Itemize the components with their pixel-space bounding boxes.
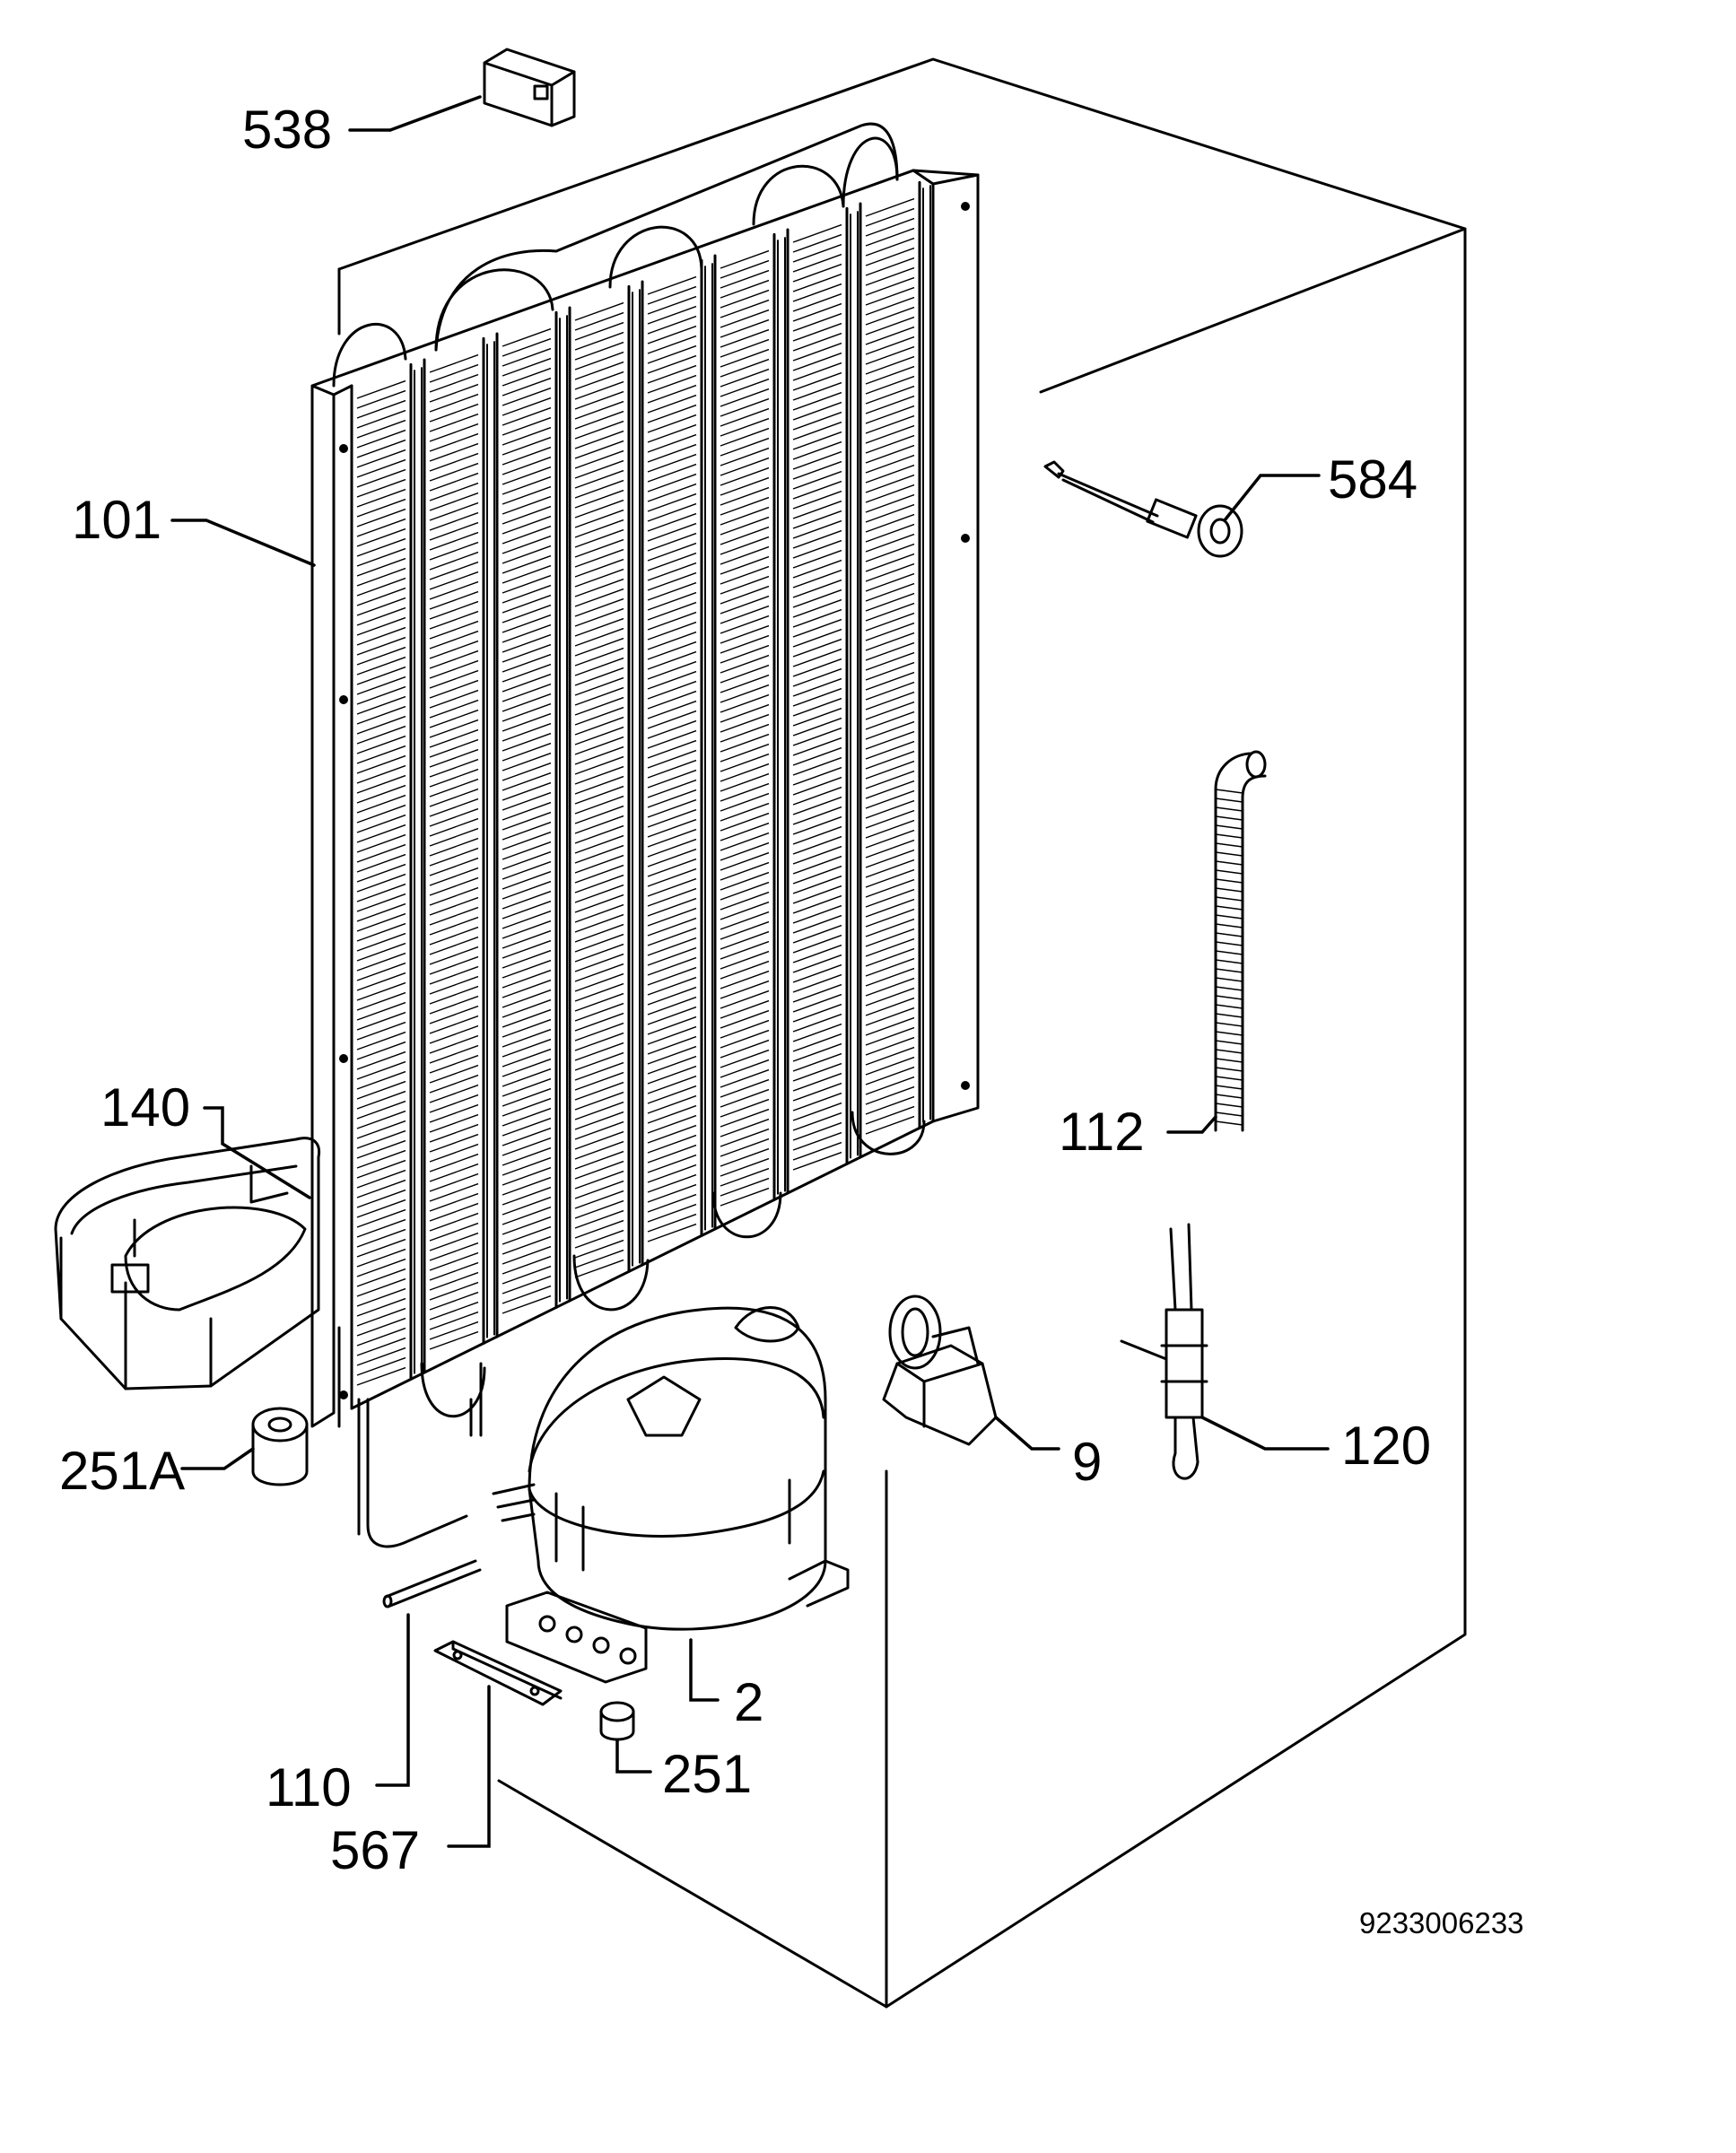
callout-110: 110 xyxy=(266,1757,352,1817)
callout-251: 251 xyxy=(662,1744,752,1804)
condenser-plate xyxy=(423,336,495,1374)
condenser-plate xyxy=(568,284,641,1303)
callout-140: 140 xyxy=(100,1077,190,1138)
grommet-part xyxy=(251,1407,309,1486)
condenser-plate xyxy=(641,258,713,1267)
compressor-part xyxy=(492,1306,850,1684)
drawing-number: 9233006233 xyxy=(1359,1906,1524,1939)
condenser-plate xyxy=(350,362,423,1410)
callout-567: 567 xyxy=(330,1820,420,1880)
sensor-part xyxy=(1043,460,1243,558)
drain-hose-part xyxy=(1214,750,1267,1132)
cabinet-outline xyxy=(337,57,1467,2009)
callout-9: 9 xyxy=(1072,1432,1102,1492)
condenser-plate xyxy=(495,310,568,1338)
callout-120: 120 xyxy=(1341,1416,1431,1476)
leader-lines xyxy=(170,95,1330,1848)
drip-tray-part xyxy=(54,1137,321,1390)
relay-clamp-part xyxy=(882,1294,998,1446)
bracket-strip-part xyxy=(433,1640,563,1706)
condenser-plate xyxy=(859,180,931,1159)
callout-labels: 538 101 584 140 112 251A 9 120 2 110 251… xyxy=(59,100,1524,1939)
condenser-part xyxy=(310,122,980,1548)
callout-251a: 251A xyxy=(59,1441,185,1501)
condenser-plate xyxy=(786,206,859,1195)
callout-2: 2 xyxy=(734,1672,763,1732)
condenser-plate xyxy=(713,232,786,1231)
callout-538: 538 xyxy=(242,100,332,160)
callout-584: 584 xyxy=(1328,449,1418,510)
callout-101: 101 xyxy=(72,490,161,550)
capillary-tube-part xyxy=(382,1559,482,1608)
callout-112: 112 xyxy=(1059,1102,1145,1162)
connector-block-part xyxy=(483,48,576,127)
